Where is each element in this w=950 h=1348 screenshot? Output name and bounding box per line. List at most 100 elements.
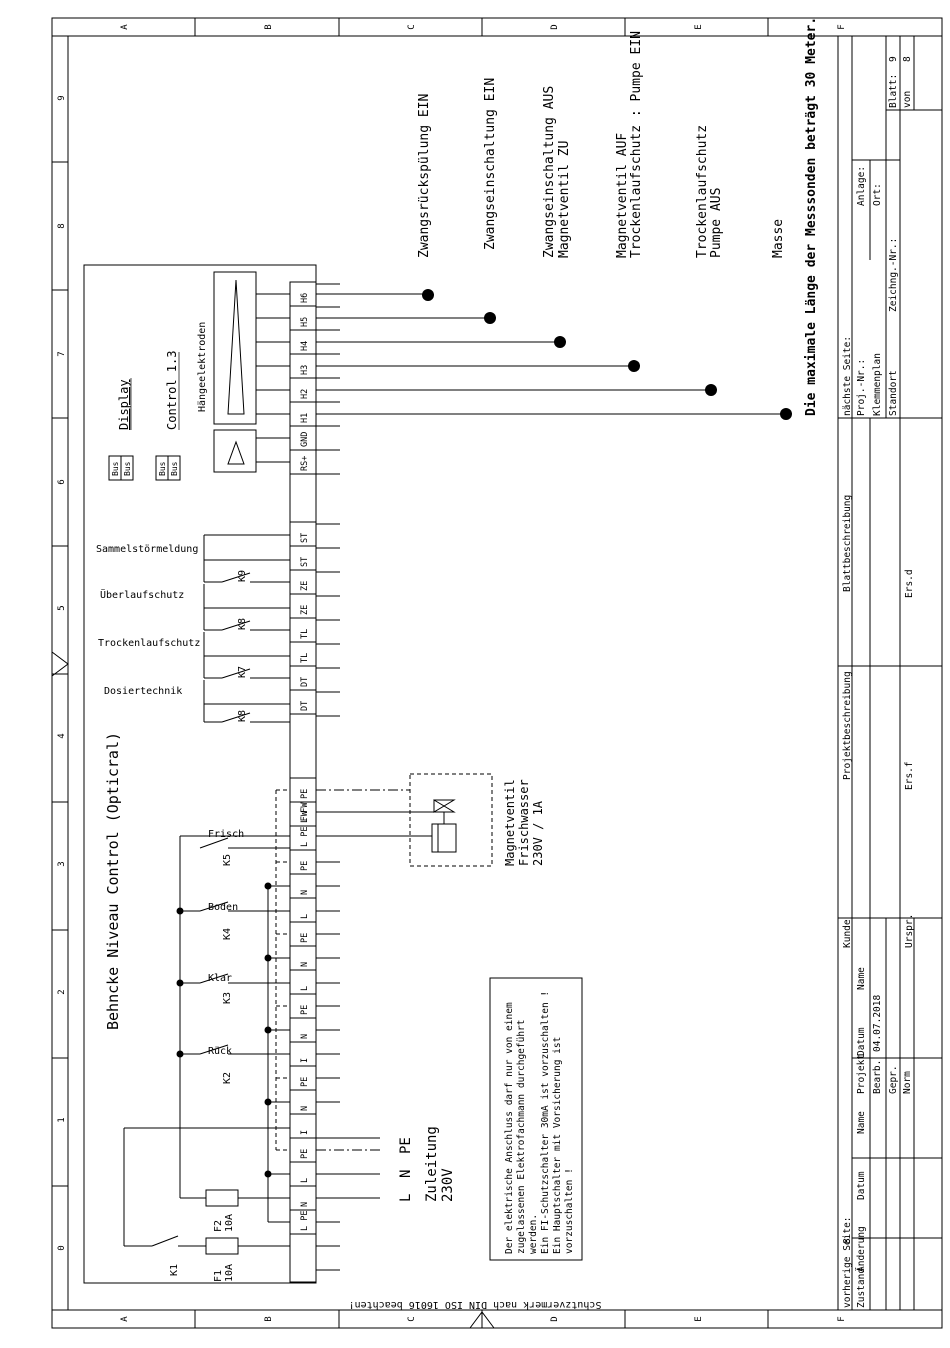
grid-row-3: 3 — [57, 861, 67, 866]
probe-h6 — [422, 289, 434, 301]
label-k9: K9 — [237, 570, 248, 582]
fuse-f2 — [205, 1189, 239, 1207]
supply-labels: PE N L Zuleitung 230V — [398, 1126, 456, 1202]
tb-bearb: Bearb. — [872, 1060, 883, 1094]
tb-standort: Standort — [888, 370, 899, 416]
tb-blatt: Blatt: — [888, 74, 899, 108]
title-block — [837, 36, 942, 1310]
electrode-descriptions: Zwangsrückspülung EIN Zwangseinschaltung… — [417, 31, 786, 258]
terminal-power-7: N — [300, 962, 310, 967]
tb-naechste: nächste Seite: — [842, 336, 853, 416]
label-h4b: Magnetventil ZU — [557, 141, 572, 258]
terminal-power-18: L PE — [300, 1211, 310, 1231]
terminal-electrode-3: H3 — [300, 365, 310, 375]
label-trockenlaufschutz: Trockenlaufschutz — [98, 638, 200, 649]
label-zuleitung: Zuleitung — [424, 1126, 440, 1202]
tb-zeichnr: Zeichng.-Nr.: — [888, 238, 899, 312]
label-f2-rating: 10A — [224, 1214, 235, 1232]
diagram-title: Behncke Niveau Control (Opticral) — [104, 732, 122, 1030]
center-mark-left — [51, 651, 69, 677]
grid-row-6: 6 — [57, 479, 67, 484]
terminal-electrode-1: H5 — [300, 317, 310, 327]
tb-norm: Norm — [902, 1071, 913, 1094]
svg-text:Bus: Bus — [123, 461, 132, 476]
pe-wires — [275, 789, 290, 1151]
label-sammelstoermeldung: Sammelstörmeldung — [96, 544, 198, 555]
signal-wires — [316, 523, 340, 717]
terminal-power-4: N — [300, 890, 310, 895]
safety-note-box — [489, 977, 583, 1261]
probe-h3 — [628, 360, 640, 372]
safety-note-line: werden. — [528, 1214, 539, 1254]
tb-bearb-datum: 04.07.2018 — [872, 995, 883, 1052]
label-h5: Zwangseinschaltung EIN — [483, 78, 498, 250]
label-frischwasser: Frischwasser — [517, 779, 531, 866]
label-rueck: Rück — [208, 1046, 232, 1057]
tb-vorherige-val: 8 — [842, 1238, 853, 1244]
label-klar: Klar — [208, 973, 232, 984]
terminal-electrode-7: RS+ — [300, 456, 310, 471]
tb-gepr: Gepr. — [888, 1065, 899, 1094]
electrode-wires — [316, 283, 786, 475]
label-k3: K3 — [222, 992, 233, 1004]
haengeelektroden-label: Hängeelektroden — [197, 322, 208, 412]
tb-urspr: Urspr. — [904, 914, 915, 948]
terminal-electrode-2: H4 — [300, 341, 310, 351]
label-frisch: Frisch — [208, 829, 244, 840]
grid-row-4: 4 — [57, 733, 67, 738]
terminal-power-17: N — [300, 1202, 310, 1207]
terminal-electrode-0: H6 — [300, 293, 310, 303]
electrode-probes — [422, 289, 792, 420]
tb-zustand: Zustand — [856, 1268, 867, 1308]
label-f1-rating: 10A — [224, 1264, 235, 1282]
grid-col-bottom-E: E — [694, 1316, 704, 1321]
tb-datum: Datum — [856, 1171, 867, 1200]
electrode-symbol — [213, 271, 257, 425]
tb-aenderung: Änderung — [856, 1226, 867, 1272]
grid-row-0: 0 — [57, 1245, 67, 1250]
relay-labels: Sammelstörmeldung Überlaufschutz Trocken… — [96, 544, 248, 722]
valve-labels: Magnetventil Frischwasser 230V / 1A — [503, 779, 545, 866]
supply-wires — [316, 861, 380, 1271]
label-f2: F2 — [213, 1220, 224, 1232]
label-supply-pe: PE — [398, 1137, 414, 1154]
grid-col-bottom-D: D — [550, 1316, 560, 1321]
grid-col-top-D: D — [550, 24, 560, 29]
label-k7: K7 — [237, 666, 248, 678]
terminal-power-6: PE — [300, 933, 310, 943]
terminal-power-3: PE — [300, 861, 310, 871]
grid-col-top-A: A — [120, 24, 130, 30]
display-label: Display — [117, 379, 131, 430]
safety-note-line: Der elektrische Anschluss darf nur von e… — [504, 1002, 515, 1254]
label-k8b: K8 — [237, 710, 248, 722]
tb-projektbeschreibung: Projektbeschreibung — [842, 671, 853, 780]
tb-blattbeschreibung: Blattbeschreibung — [842, 495, 853, 592]
safety-note-line: vorzuschalten ! — [564, 1168, 575, 1254]
label-valve-rating: 230V / 1A — [531, 800, 545, 866]
label-supply-l: L — [398, 1194, 414, 1202]
probe-h5 — [484, 312, 496, 324]
grid-col-bottom-B: B — [264, 1316, 274, 1321]
label-magnetventil: Magnetventil — [503, 779, 517, 866]
svg-text:Bus: Bus — [170, 461, 179, 476]
terminal-signal-6: DT — [300, 677, 310, 687]
terminal-signal-4: TL — [300, 629, 310, 639]
label-k1: K1 — [169, 1264, 180, 1276]
tb-kunde: Kunde — [842, 919, 853, 948]
terminal-electrode-6: GND — [300, 432, 310, 447]
probe-h1 — [780, 408, 792, 420]
label-h1: Masse — [771, 219, 786, 258]
svg-text:Bus: Bus — [111, 461, 120, 476]
probe-length-note: Die maximale Länge der Messsonden beträg… — [804, 17, 819, 416]
grid-row-8: 8 — [57, 223, 67, 228]
label-h3a: Magnetventil AUF — [615, 133, 630, 258]
terminal-power-8: L — [300, 986, 310, 991]
terminal-power-11: I — [300, 1058, 310, 1063]
terminal-power-9: PE — [300, 1005, 310, 1015]
grid-row-2: 2 — [57, 989, 67, 994]
grid-row-9: 9 — [57, 95, 67, 100]
grid-row-5: 5 — [57, 605, 67, 610]
